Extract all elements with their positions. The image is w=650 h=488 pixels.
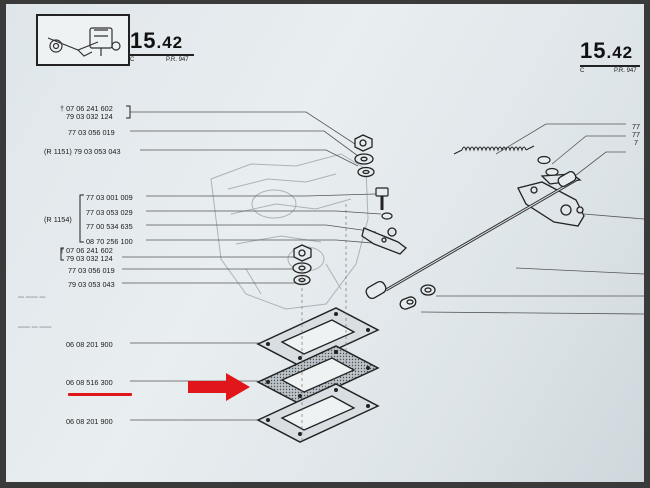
bleed-through-text-2: ▬▬ ▬ ▬▬ [18,324,52,330]
part-ref-4: (R 1151) 79 03 053 043 [44,147,121,156]
parts-catalog-page: 15.42 C P.R. 947 15.42 C P.R. 947 † 07 0… [6,4,644,482]
gasket-top [256,307,380,367]
section-sub-left-2: C [580,68,585,74]
bracket-top [126,105,131,119]
part-ref-10: † 07 06 241 602 [60,246,113,255]
part-ref-2: 79 03 032 124 [66,112,113,121]
ball-joint-parts [399,284,436,310]
section-sub-right: P.R. 947 [166,57,189,63]
part-ref-6: 77 03 053 029 [86,208,133,217]
section-number-left: 15.42 [130,28,184,53]
gasket-middle-highlighted [256,345,380,405]
highlight-underline [68,393,132,396]
exploded-parts-drawing [60,105,644,444]
part-ref-14: 06 08 201 900 [66,340,113,349]
leader-lines-right [420,123,644,315]
part-ref-16: 06 08 201 900 [66,417,113,426]
part-ref-7: (R 1154) [44,215,72,224]
alignment-lines [301,204,347,444]
right-edge-ref-3: 7 [634,138,639,147]
section-sub-left: C [130,57,135,63]
return-spring [453,145,535,155]
part-ref-12: 77 03 056 019 [68,266,115,275]
carburetor-ghost-outline [210,153,369,310]
part-ref-1: † 07 06 241 602 [60,104,113,113]
bracket-mid [60,247,64,261]
section-number-right: 15.42 [580,38,634,63]
right-edge-ref-1: 77 [632,122,641,131]
part-ref-15: 06 08 516 300 [66,378,113,387]
bleed-through-text: ▬ ▬▬ ▬ [18,294,46,300]
nut-washer-stack [354,134,375,178]
part-ref-3: 77 03 056 019 [68,128,115,137]
bracket-r1154 [79,194,84,243]
part-ref-8: 77 00 534 635 [86,222,133,231]
gasket-bottom [256,383,380,443]
nut-washer-stack-lower [292,244,312,286]
washer-right [537,155,559,177]
part-ref-9: 08 70 256 100 [86,237,133,246]
section-underline-right [580,65,640,67]
screw-part [375,187,393,220]
part-ref-11: 79 03 032 124 [66,254,113,263]
carburetor-thumbnail [36,14,130,66]
right-edge-ref-2: 77 [632,130,641,139]
part-ref-5: 77 03 001 009 [86,193,133,202]
section-sub-right-2: P.R. 947 [614,68,637,74]
section-underline-left [130,54,194,56]
part-ref-13: 79 03 053 043 [68,280,115,289]
lever-bracket [361,227,407,255]
throttle-rod [365,170,577,300]
highlight-arrow-icon [188,373,250,401]
